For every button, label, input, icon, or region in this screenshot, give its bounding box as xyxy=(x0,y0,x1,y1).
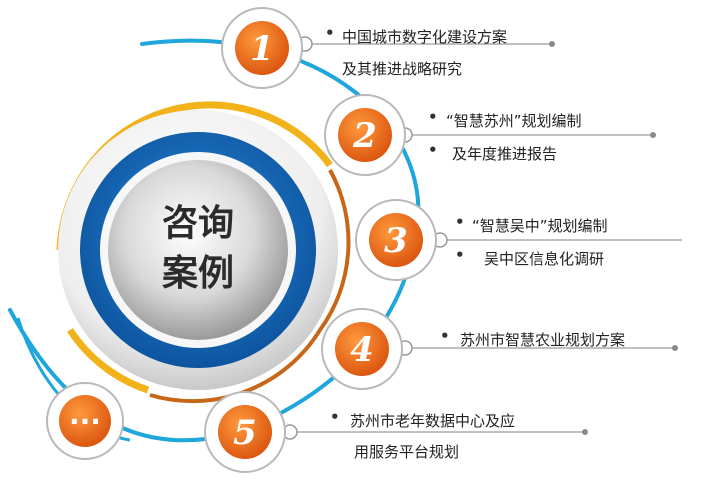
node-4 xyxy=(321,308,403,390)
leader-dots xyxy=(549,41,678,435)
bullet-3b: • xyxy=(455,246,465,264)
node-1-number: 1 xyxy=(250,29,274,69)
item-1-line2: 及其推进战略研究 xyxy=(342,60,463,78)
item-4-line1: 苏州市智慧农业规划方案 xyxy=(460,331,626,349)
bullet-2a: • xyxy=(428,108,438,126)
bullet-2b: • xyxy=(428,141,438,159)
node-5 xyxy=(204,391,286,473)
bullet-1: • xyxy=(325,24,335,42)
leader-lines xyxy=(290,43,682,433)
gold-ring-arc-lower xyxy=(67,328,150,394)
bullet-3a: • xyxy=(455,213,465,231)
item-3-line2: 吴中区信息化调研 xyxy=(484,250,605,268)
node-3-number: 3 xyxy=(384,221,408,261)
center-title-line1: 咨询 xyxy=(162,203,234,244)
node-1 xyxy=(221,7,303,89)
center-core xyxy=(108,160,288,340)
node-more xyxy=(46,382,124,460)
node-3 xyxy=(355,199,437,281)
node-5-number: 5 xyxy=(233,413,257,453)
brown-ring-arc xyxy=(149,169,351,404)
more-label: ··· xyxy=(69,405,101,438)
item-1-line1: 中国城市数字化建设方案 xyxy=(342,28,508,46)
item-3-line1: “智慧吴中”规划编制 xyxy=(472,217,608,235)
item-5-line1: 苏州市老年数据中心及应 xyxy=(350,412,516,430)
node-2-number: 2 xyxy=(352,116,377,156)
bullet-4: • xyxy=(440,327,450,345)
item-2-line1: “智慧苏州”规划编制 xyxy=(446,112,582,130)
item-5-line2: 用服务平台规划 xyxy=(354,443,460,461)
node-2 xyxy=(324,94,406,176)
item-2-line2: 及年度推进报告 xyxy=(452,145,558,163)
center-title-line2: 案例 xyxy=(162,253,234,294)
bullet-5: • xyxy=(330,408,340,426)
node-4-number: 4 xyxy=(350,330,374,370)
